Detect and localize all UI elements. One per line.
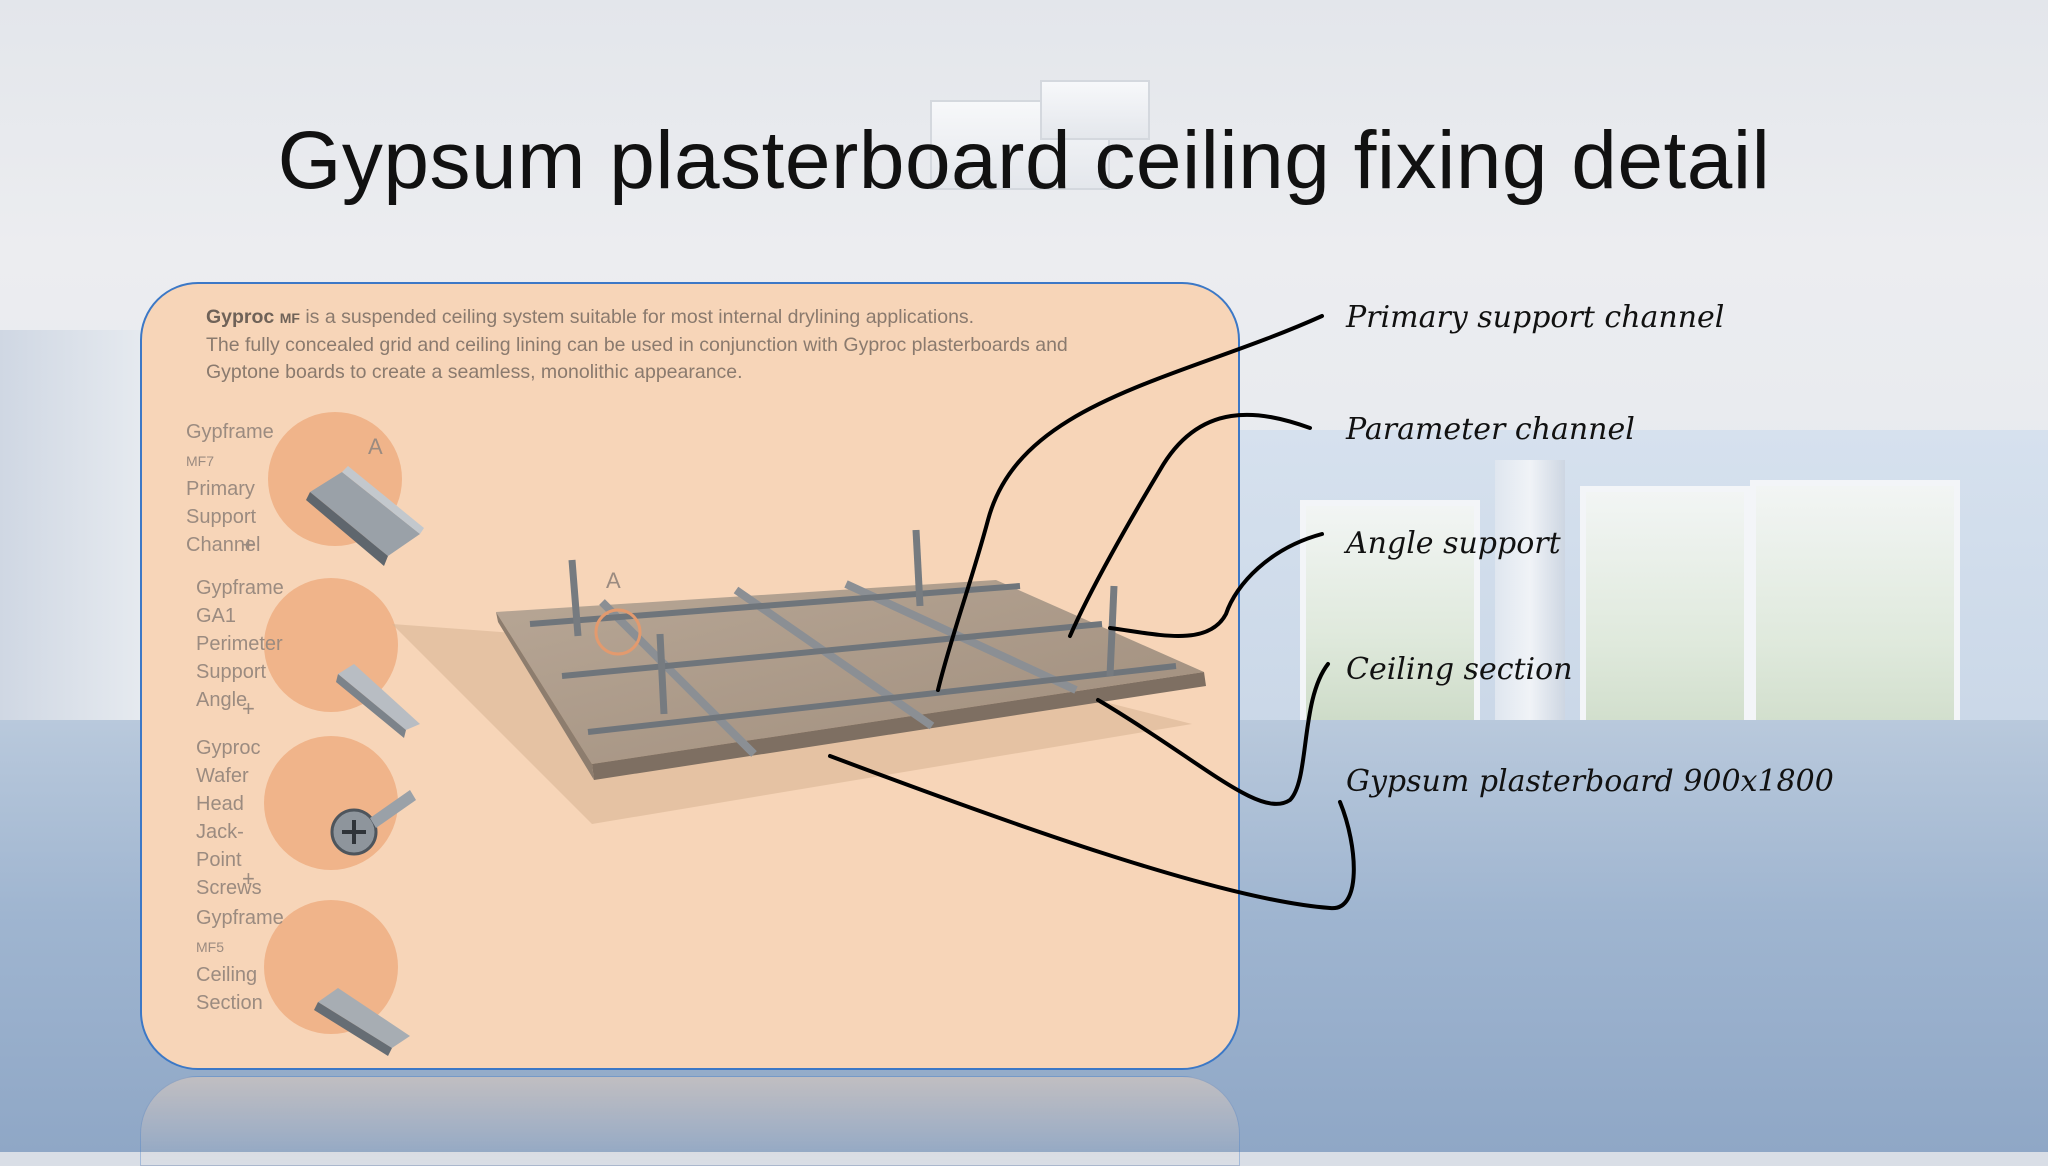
leader-angle-support — [1108, 532, 1324, 638]
ceiling-diagram — [392, 529, 1206, 824]
component-label: Gypframe GA1 Perimeter Support Angle — [196, 577, 284, 711]
component-label: Gyproc Wafer Head Jack-Point Screws — [196, 737, 262, 899]
leader-primary-channel — [936, 314, 1324, 692]
plus-sign: + — [242, 866, 255, 891]
diagram-marker: A — [606, 568, 621, 593]
angle-icon — [336, 664, 420, 738]
plus-sign: + — [242, 532, 255, 557]
leader-plasterboard — [828, 754, 1356, 911]
component-label: Gypframe MF5 Ceiling Section — [196, 907, 284, 1014]
callout-primary-support-channel: Primary support channel — [1346, 300, 1725, 335]
product-panel: Gyproc MF is a suspended ceiling system … — [140, 282, 1240, 1070]
leader-ceiling-section — [1096, 662, 1330, 806]
callout-angle-support: Angle support — [1346, 526, 1561, 561]
intro-brand-code: MF — [279, 310, 300, 326]
slide-title: Gypsum plasterboard ceiling fixing detai… — [277, 115, 1771, 206]
panel-reflection — [140, 1076, 1240, 1166]
ceiling-section-icon — [314, 988, 410, 1056]
callout-ceiling-section: Ceiling section — [1346, 652, 1573, 687]
intro-line-1: Gyproc MF is a suspended ceiling system … — [206, 304, 1206, 332]
callout-parameter-channel: Parameter channel — [1346, 412, 1635, 447]
plus-sign: + — [242, 696, 255, 721]
leader-parameter-channel — [1068, 412, 1312, 638]
component-marker: A — [368, 434, 383, 459]
intro-line-2: The fully concealed grid and ceiling lin… — [206, 334, 1068, 356]
component-disc — [264, 736, 398, 870]
window — [1300, 500, 1480, 750]
ceiling-light — [1040, 80, 1150, 140]
channel-icon — [306, 466, 424, 566]
callout-gypsum-plasterboard: Gypsum plasterboard 900x1800 — [1346, 764, 1834, 799]
intro-line-3: Gyptone boards to create a seamless, mon… — [206, 361, 743, 383]
screw-icon — [330, 790, 416, 856]
intro-line-1-text: is a suspended ceiling system suitable f… — [299, 306, 975, 328]
product-intro: Gyproc MF is a suspended ceiling system … — [206, 304, 1206, 386]
intro-brand: Gyproc — [206, 306, 275, 328]
component-label: Gypframe MF7 Primary Support Channel — [186, 421, 274, 556]
